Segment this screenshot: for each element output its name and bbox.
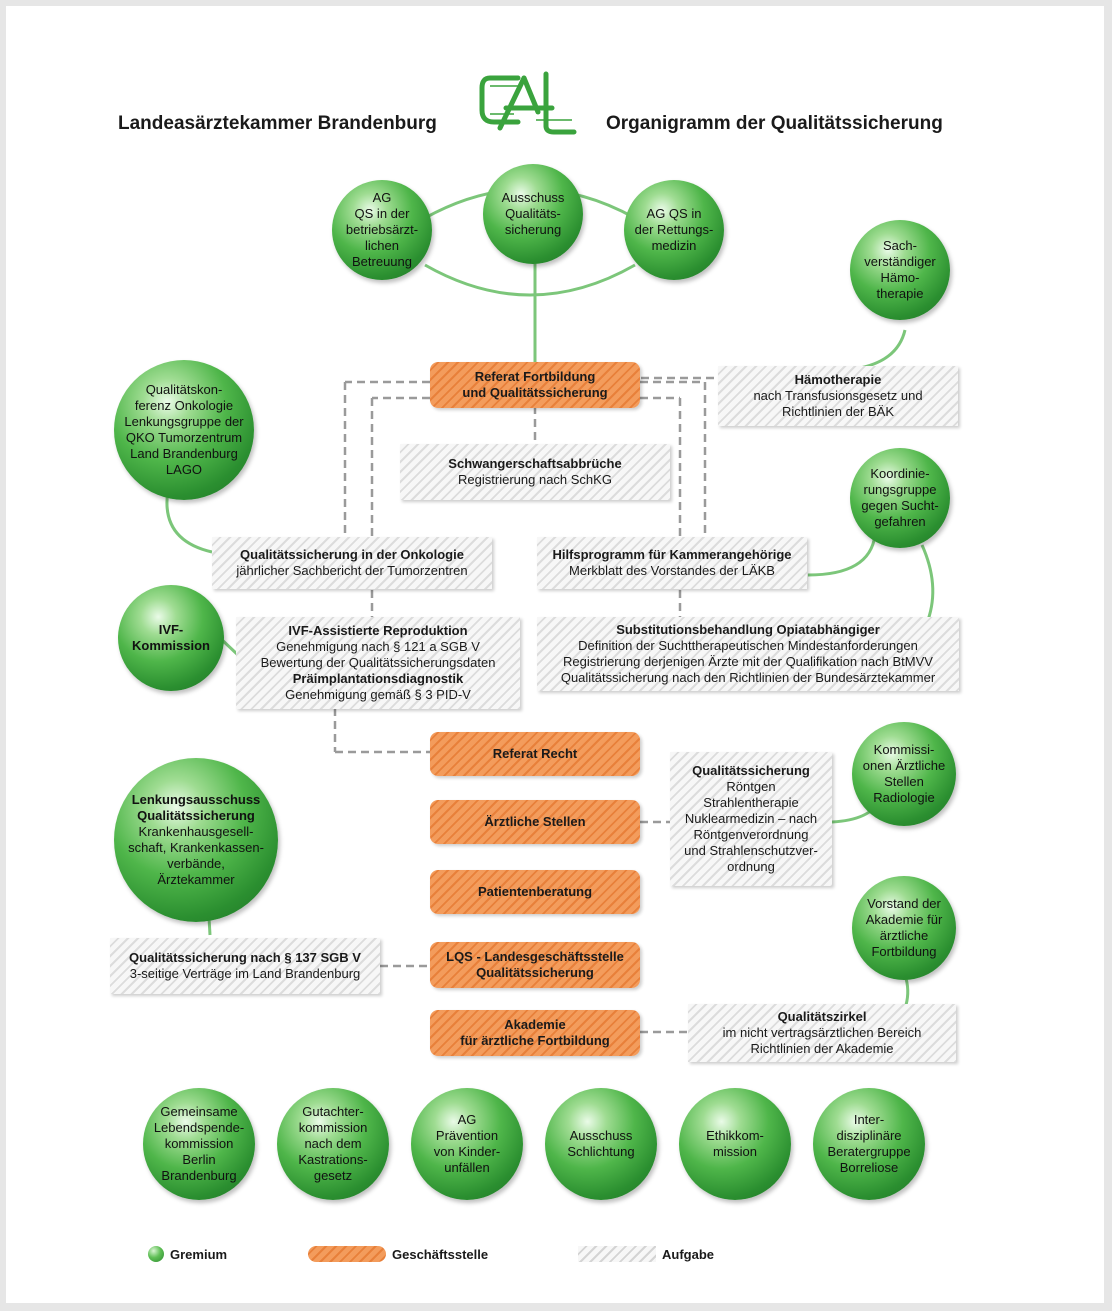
geschaeftsstelle-label: Referat Recht xyxy=(492,746,578,761)
gremium-label: Gutachter- kommission nach dem Kastratio… xyxy=(298,1104,368,1183)
geschaeftsstelle-referat-fortbildung: Referat Fortbildung und Qualitätssicheru… xyxy=(430,362,640,408)
gremium-label: AG Prävention von Kinder- unfällen xyxy=(433,1112,501,1175)
gremium-label: AG QS in der Rettungs- medizin xyxy=(634,206,714,253)
geschaeftsstelle-label: Akademie xyxy=(504,1017,566,1032)
aufgabe-line: Bewertung der Qualitätssicherungsdaten xyxy=(260,655,496,670)
gremium-label: Inter- disziplinäre Beratergruppe Borrel… xyxy=(827,1112,911,1175)
gremium-label: Koordinie- rungsgruppe gegen Sucht- gefa… xyxy=(861,466,939,529)
gremium-label: Qualitätskon- ferenz Onkologie Lenkungsg… xyxy=(124,382,244,477)
aufgabe-qualitaetszirkel: Qualitätszirkel im nicht vertragsärztlic… xyxy=(688,1004,956,1062)
gremium-ethikkommission: Ethikkom- mission xyxy=(679,1088,791,1200)
gremium-beratergruppe-borreliose: Inter- disziplinäre Beratergruppe Borrel… xyxy=(813,1088,925,1200)
aufgabe-title: Hilfsprogramm für Kammerangehörige xyxy=(552,547,792,562)
geschaeftsstelle-label: für ärztliche Fortbildung xyxy=(460,1033,610,1048)
aufgabe-ivf-reproduktion: IVF-Assistierte Reproduktion Genehmigung… xyxy=(236,617,520,709)
aufgabe-title: Qualitätssicherung in der Onkologie xyxy=(240,547,464,562)
aufgabe-line: Qualitätssicherung nach den Richtlinien … xyxy=(560,670,936,685)
gremium-label: Ethikkom- mission xyxy=(706,1128,764,1159)
aufgabe-line: ordnung xyxy=(727,859,775,874)
gremium-label: IVF- Kommission xyxy=(131,622,210,653)
gremium-label: Krankenhausgesell- schaft, Krankenkassen… xyxy=(128,824,264,887)
gremium-qko: Qualitätskon- ferenz Onkologie Lenkungsg… xyxy=(114,360,254,500)
aufgabe-substitutionsbehandlung: Substitutionsbehandlung Opiatabhängiger … xyxy=(537,617,959,691)
geschaeftsstelle-label: LQS - Landesgeschäftsstelle xyxy=(446,949,624,964)
aufgabe-line: Registrierung nach SchKG xyxy=(458,472,612,487)
aufgabe-line: und Strahlenschutzver- xyxy=(684,843,818,858)
header-right-title: Organigramm der Qualitätssicherung xyxy=(606,113,943,134)
aufgabe-line: Merkblatt des Vorstandes der LÄKB xyxy=(569,563,775,578)
gremium-ausschuss-qs: Ausschuss Qualitäts- sicherung xyxy=(483,164,583,264)
legend-geschaeftsstelle: Geschäftsstelle xyxy=(308,1246,488,1262)
aufgabe-line: Strahlentherapie xyxy=(703,795,799,810)
aufgabe-title: Qualitätssicherung nach § 137 SGB V xyxy=(129,950,361,965)
gremium-ag-qs-betrieb: AG QS in der betriebsärzt- lichen Betreu… xyxy=(332,180,432,280)
geschaeftsstelle-label: und Qualitätssicherung xyxy=(462,385,608,400)
geschaeftsstelle-label: Qualitätssicherung xyxy=(476,965,594,980)
aufgabe-line: nach Transfusionsgesetz und xyxy=(753,388,923,403)
aufgabe-schwangerschaftsabbrueche: Schwangerschaftsabbrüche Registrierung n… xyxy=(400,444,670,500)
legend-aufgabe-label: Aufgabe xyxy=(662,1246,714,1262)
aufgabe-line: 3-seitige Verträge im Land Brandenburg xyxy=(129,966,361,981)
gremium-title: Lenkungsausschuss Qualitätssicherung xyxy=(131,792,261,823)
gremium-label: Ausschuss Qualitäts- sicherung xyxy=(501,190,565,237)
gremium-vorstand-akademie: Vorstand der Akademie für ärztliche Fort… xyxy=(852,876,956,980)
geschaeftsstelle-aerztliche-stellen: Ärztliche Stellen xyxy=(430,800,640,844)
aufgabe-sgb-137: Qualitätssicherung nach § 137 SGB V 3-se… xyxy=(110,938,380,994)
lakb-logo xyxy=(479,71,577,135)
aufgabe-line: Genehmigung nach § 121 a SGB V xyxy=(276,639,480,654)
legend-aufgabe: Aufgabe xyxy=(578,1246,714,1262)
gremium-ivf-kommission: IVF- Kommission xyxy=(118,585,224,691)
geschaeftsstelle-label: Patientenberatung xyxy=(477,884,593,899)
gremium-label: Sach- verständiger Hämo- therapie xyxy=(864,238,936,301)
gremium-lenkungsausschuss: Lenkungsausschuss Qualitätssicherung Kra… xyxy=(114,758,278,922)
gremium-sachverstaendiger: Sach- verständiger Hämo- therapie xyxy=(850,220,950,320)
aufgabe-haemotherapie: Hämotherapie nach Transfusionsgesetz und… xyxy=(718,366,958,426)
gremium-lebendspende: Gemeinsame Lebendspende- kommission Berl… xyxy=(143,1088,255,1200)
aufgabe-title: Qualitätssicherung xyxy=(692,763,810,778)
geschaeftsstelle-patientenberatung: Patientenberatung xyxy=(430,870,640,914)
gremium-ausschuss-schlichtung: Ausschuss Schlichtung xyxy=(545,1088,657,1200)
aufgabe-line: Röntgen xyxy=(726,779,776,794)
gremium-gutachterkommission: Gutachter- kommission nach dem Kastratio… xyxy=(277,1088,389,1200)
aufgabe-line: Röntgenverordnung xyxy=(693,827,809,842)
aufgabe-hilfsprogramm: Hilfsprogramm für Kammerangehörige Merkb… xyxy=(537,537,807,589)
geschaeftsstelle-akademie: Akademie für ärztliche Fortbildung xyxy=(430,1010,640,1056)
gremium-label: Kommissi- onen Ärztliche Stellen Radiolo… xyxy=(862,742,946,805)
geschaeftsstelle-label: Ärztliche Stellen xyxy=(484,814,586,829)
aufgabe-roentgen: Qualitätssicherung Röntgen Strahlenthera… xyxy=(670,752,832,886)
aufgabe-line: Registrierung derjenigen Ärzte mit der Q… xyxy=(563,654,933,669)
legend-geschaeftsstelle-swatch xyxy=(308,1246,386,1262)
aufgabe-title: IVF-Assistierte Reproduktion xyxy=(288,623,468,638)
aufgabe-line: im nicht vertragsärztlichen Bereich xyxy=(722,1025,922,1040)
legend-aufgabe-swatch xyxy=(578,1246,656,1262)
aufgabe-line: Definition der Suchttherapeutischen Mind… xyxy=(578,638,918,653)
aufgabe-line: Nuklearmedizin – nach xyxy=(684,811,818,826)
aufgabe-line: Richtlinien der Akademie xyxy=(750,1041,894,1056)
aufgabe-line: Richtlinien der BÄK xyxy=(782,404,894,419)
gremium-label: AG QS in der betriebsärzt- lichen Betreu… xyxy=(345,190,419,269)
geschaeftsstelle-label: Referat Fortbildung xyxy=(474,369,596,384)
aufgabe-title: Qualitätszirkel xyxy=(777,1009,867,1024)
legend-gremium: Gremium xyxy=(148,1246,227,1262)
gremium-label: Gemeinsame Lebendspende- kommission Berl… xyxy=(153,1104,245,1183)
gremium-label: Vorstand der Akademie für ärztliche Fort… xyxy=(865,896,943,959)
gremium-ag-praevention: AG Prävention von Kinder- unfällen xyxy=(411,1088,523,1200)
legend-gremium-swatch xyxy=(148,1246,164,1262)
aufgabe-title: Hämotherapie xyxy=(794,372,882,387)
gremium-label: Ausschuss Schlichtung xyxy=(567,1128,635,1159)
aufgabe-title: Präimplantationsdiagnostik xyxy=(292,671,464,686)
geschaeftsstelle-referat-recht: Referat Recht xyxy=(430,732,640,776)
geschaeftsstelle-lqs: LQS - Landesgeschäftsstelle Qualitätssic… xyxy=(430,942,640,988)
aufgabe-onkologie: Qualitätssicherung in der Onkologie jähr… xyxy=(212,537,492,589)
aufgabe-line: jährlicher Sachbericht der Tumorzentren xyxy=(236,563,468,578)
legend-gremium-label: Gremium xyxy=(170,1246,228,1262)
header-left-title: Landeasärztekammer Brandenburg xyxy=(118,113,437,134)
legend-geschaeftsstelle-label: Geschäftsstelle xyxy=(392,1246,489,1262)
gremium-kommissionen-radiologie: Kommissi- onen Ärztliche Stellen Radiolo… xyxy=(852,722,956,826)
aufgabe-title: Schwangerschaftsabbrüche xyxy=(448,456,622,471)
aufgabe-title: Substitutionsbehandlung Opiatabhängiger xyxy=(616,622,880,637)
aufgabe-line: Genehmigung gemäß § 3 PID-V xyxy=(285,687,471,702)
gremium-koordinierung: Koordinie- rungsgruppe gegen Sucht- gefa… xyxy=(850,448,950,548)
gremium-ag-qs-rettung: AG QS in der Rettungs- medizin xyxy=(624,180,724,280)
